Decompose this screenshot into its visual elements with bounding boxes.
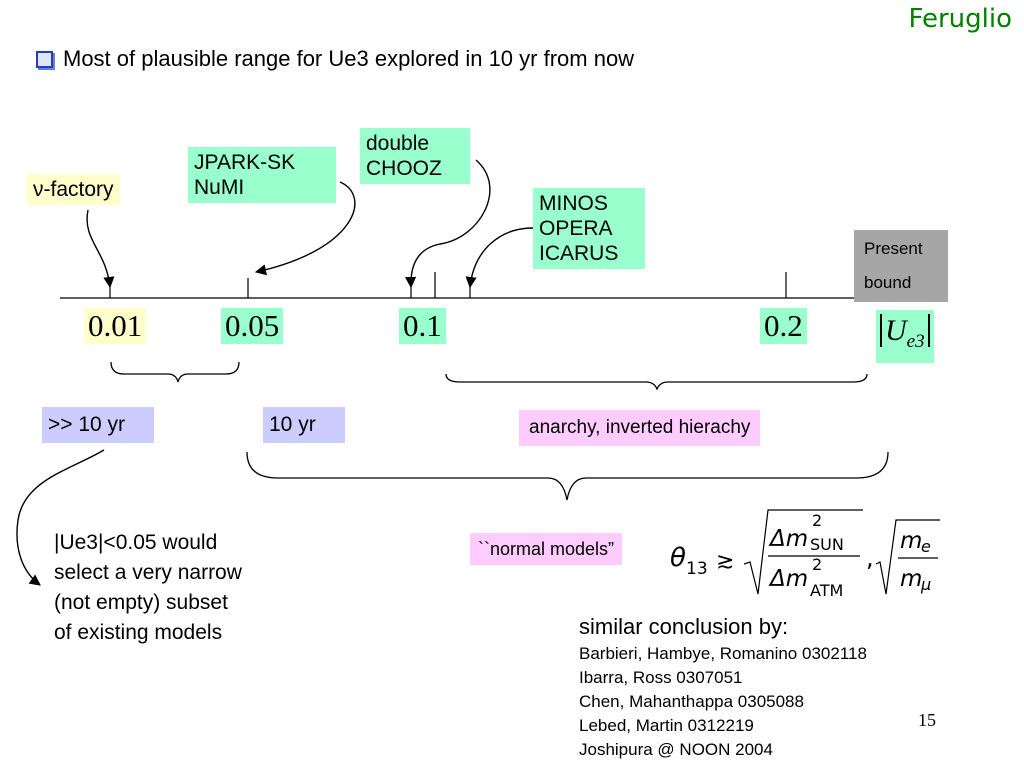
beyond-10yr-box: >> 10 yr	[42, 407, 154, 443]
arrow-minos	[465, 227, 534, 289]
note-line: (not empty) subset	[54, 591, 228, 614]
normal-models-label: ``normal models”	[478, 539, 615, 559]
theta13-formula: : θ 13 ≳ Δm 2 SUN Δm 2 ATM , m e m μ	[670, 509, 940, 600]
formula-comma: ,	[866, 544, 874, 572]
icarus-label: ICARUS	[539, 242, 619, 265]
present-bound-box: Present bound	[854, 230, 948, 302]
jpark-numi-box: JPARK-SK NuMI	[188, 147, 336, 203]
note-line: |Ue3|<0.05 would	[54, 531, 218, 554]
dm-atm-delta: Δm	[768, 566, 808, 592]
ue3-subscript: e3	[906, 331, 925, 352]
me-m: m	[900, 528, 922, 554]
jpark-label: JPARK-SK	[194, 151, 296, 174]
arrow-chooz	[405, 159, 491, 289]
dm-atm-sq: 2	[812, 555, 822, 574]
formula-theta-sub: 13	[686, 559, 708, 579]
nu-factory-label: ν-factory	[33, 178, 114, 201]
ue3-axis-label: Ue3	[876, 310, 934, 363]
arrow-jpark	[254, 181, 356, 276]
dm-sun-sub: SUN	[810, 535, 844, 554]
double-label: double	[366, 132, 430, 155]
brace-anarchy	[445, 373, 868, 391]
note-line: of existing models	[54, 621, 223, 644]
similar-lead: similar conclusion by:	[579, 614, 789, 639]
tick-label-0.05: 0.05	[221, 308, 284, 344]
note-line: select a very narrow	[54, 561, 242, 584]
brace-normal	[246, 451, 889, 501]
ten-yr-label: 10 yr	[269, 413, 316, 436]
similar-conclusion-block: similar conclusion by: Barbieri, Hambye,…	[579, 612, 867, 762]
bound-label: bound	[864, 273, 912, 292]
anarchy-label: anarchy, inverted hierachy	[529, 417, 751, 438]
nu-factory-box: ν-factory	[27, 174, 120, 205]
arrow-note	[16, 449, 105, 586]
minos-label: MINOS	[539, 192, 608, 215]
reference-item: Joshipura @ NOON 2004	[579, 740, 773, 759]
arrow-nu-factory	[86, 209, 115, 289]
formula-relation: ≳	[716, 549, 734, 574]
sqrt-sign-1	[743, 509, 863, 595]
headline-text: Most of plausible range for Ue3 explored…	[63, 46, 635, 71]
ue3-symbol: U	[885, 314, 907, 347]
dm-atm-sub: ATM	[810, 581, 843, 600]
tick-label-0.1: 0.1	[399, 308, 446, 344]
tick-label-0.2: 0.2	[760, 308, 807, 344]
ten-yr-box: 10 yr	[263, 407, 345, 443]
reference-item: Chen, Mahanthappa 0305088	[579, 692, 804, 711]
double-chooz-box: double CHOOZ	[360, 128, 470, 184]
tick-label-0.01: 0.01	[84, 308, 147, 344]
mmu-mu: μ	[920, 575, 931, 594]
reference-item: Barbieri, Hambye, Romanino 0302118	[579, 644, 867, 663]
me-e: e	[921, 537, 931, 556]
dm-sun-sq: 2	[812, 511, 822, 530]
beyond-10yr-label: >> 10 yr	[48, 413, 126, 436]
headline-bullet: Most of plausible range for Ue3 explored…	[36, 46, 634, 72]
anarchy-box: anarchy, inverted hierachy	[519, 410, 761, 446]
present-label: Present	[864, 239, 923, 258]
formula-theta: θ	[670, 543, 686, 573]
narrow-subset-note: |Ue3|<0.05 would select a very narrow (n…	[54, 528, 304, 648]
page-number: 15	[918, 710, 936, 730]
normal-models-box: ``normal models”	[470, 533, 623, 565]
sqrt-sign-2	[875, 519, 940, 595]
minos-opera-icarus-box: MINOS OPERA ICARUS	[533, 188, 645, 269]
mmu-m: m	[900, 566, 922, 592]
bullet-square-icon	[36, 50, 53, 68]
reference-item: Lebed, Martin 0312219	[579, 716, 754, 735]
opera-label: OPERA	[539, 217, 613, 240]
numi-label: NuMI	[194, 176, 245, 199]
author-name: Feruglio	[908, 4, 1012, 34]
dm-sun-delta: Δm	[768, 526, 808, 552]
chooz-label: CHOOZ	[366, 157, 442, 180]
reference-item: Ibarra, Ross 0307051	[579, 668, 743, 687]
brace-0.01-0.05	[110, 361, 240, 383]
